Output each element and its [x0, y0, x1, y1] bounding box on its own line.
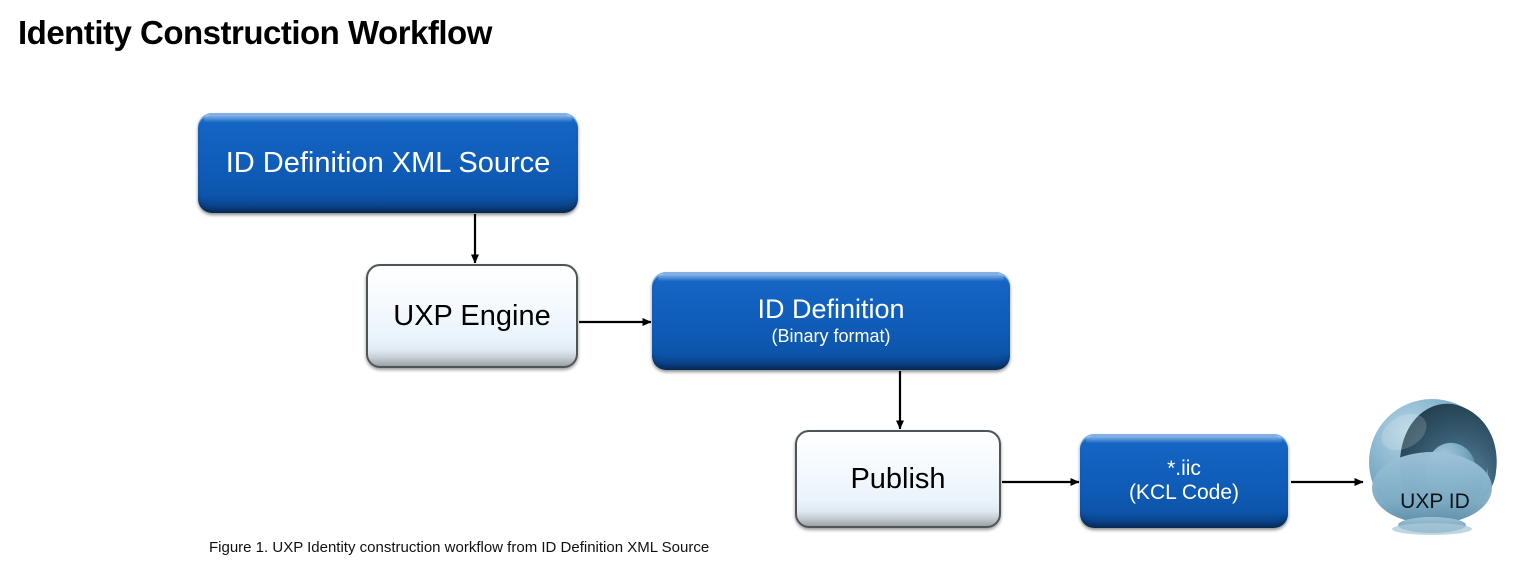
- page-title: Identity Construction Workflow: [18, 14, 492, 51]
- node-label: UXP Engine: [393, 299, 551, 332]
- node-id-definition-xml-source[interactable]: ID Definition XML Source: [198, 113, 578, 213]
- node-label: *.iic: [1167, 456, 1201, 480]
- node-sublabel: (Binary format): [771, 325, 891, 346]
- node-label: Publish: [850, 462, 946, 495]
- node-iic-kcl-code[interactable]: *.iic (KCL Code): [1080, 434, 1288, 528]
- figure-caption: Figure 1. UXP Identity construction work…: [209, 539, 710, 556]
- node-id-definition[interactable]: ID Definition (Binary format): [652, 272, 1010, 370]
- uxp-id-sphere-icon: [1369, 399, 1497, 535]
- node-uxp-id[interactable]: UXP ID: [1360, 392, 1510, 540]
- node-label: ID Definition XML Source: [225, 146, 551, 179]
- node-publish[interactable]: Publish: [795, 430, 1001, 528]
- node-uxp-engine[interactable]: UXP Engine: [366, 264, 578, 368]
- node-sublabel: (KCL Code): [1128, 481, 1240, 505]
- node-label: ID Definition: [757, 294, 905, 325]
